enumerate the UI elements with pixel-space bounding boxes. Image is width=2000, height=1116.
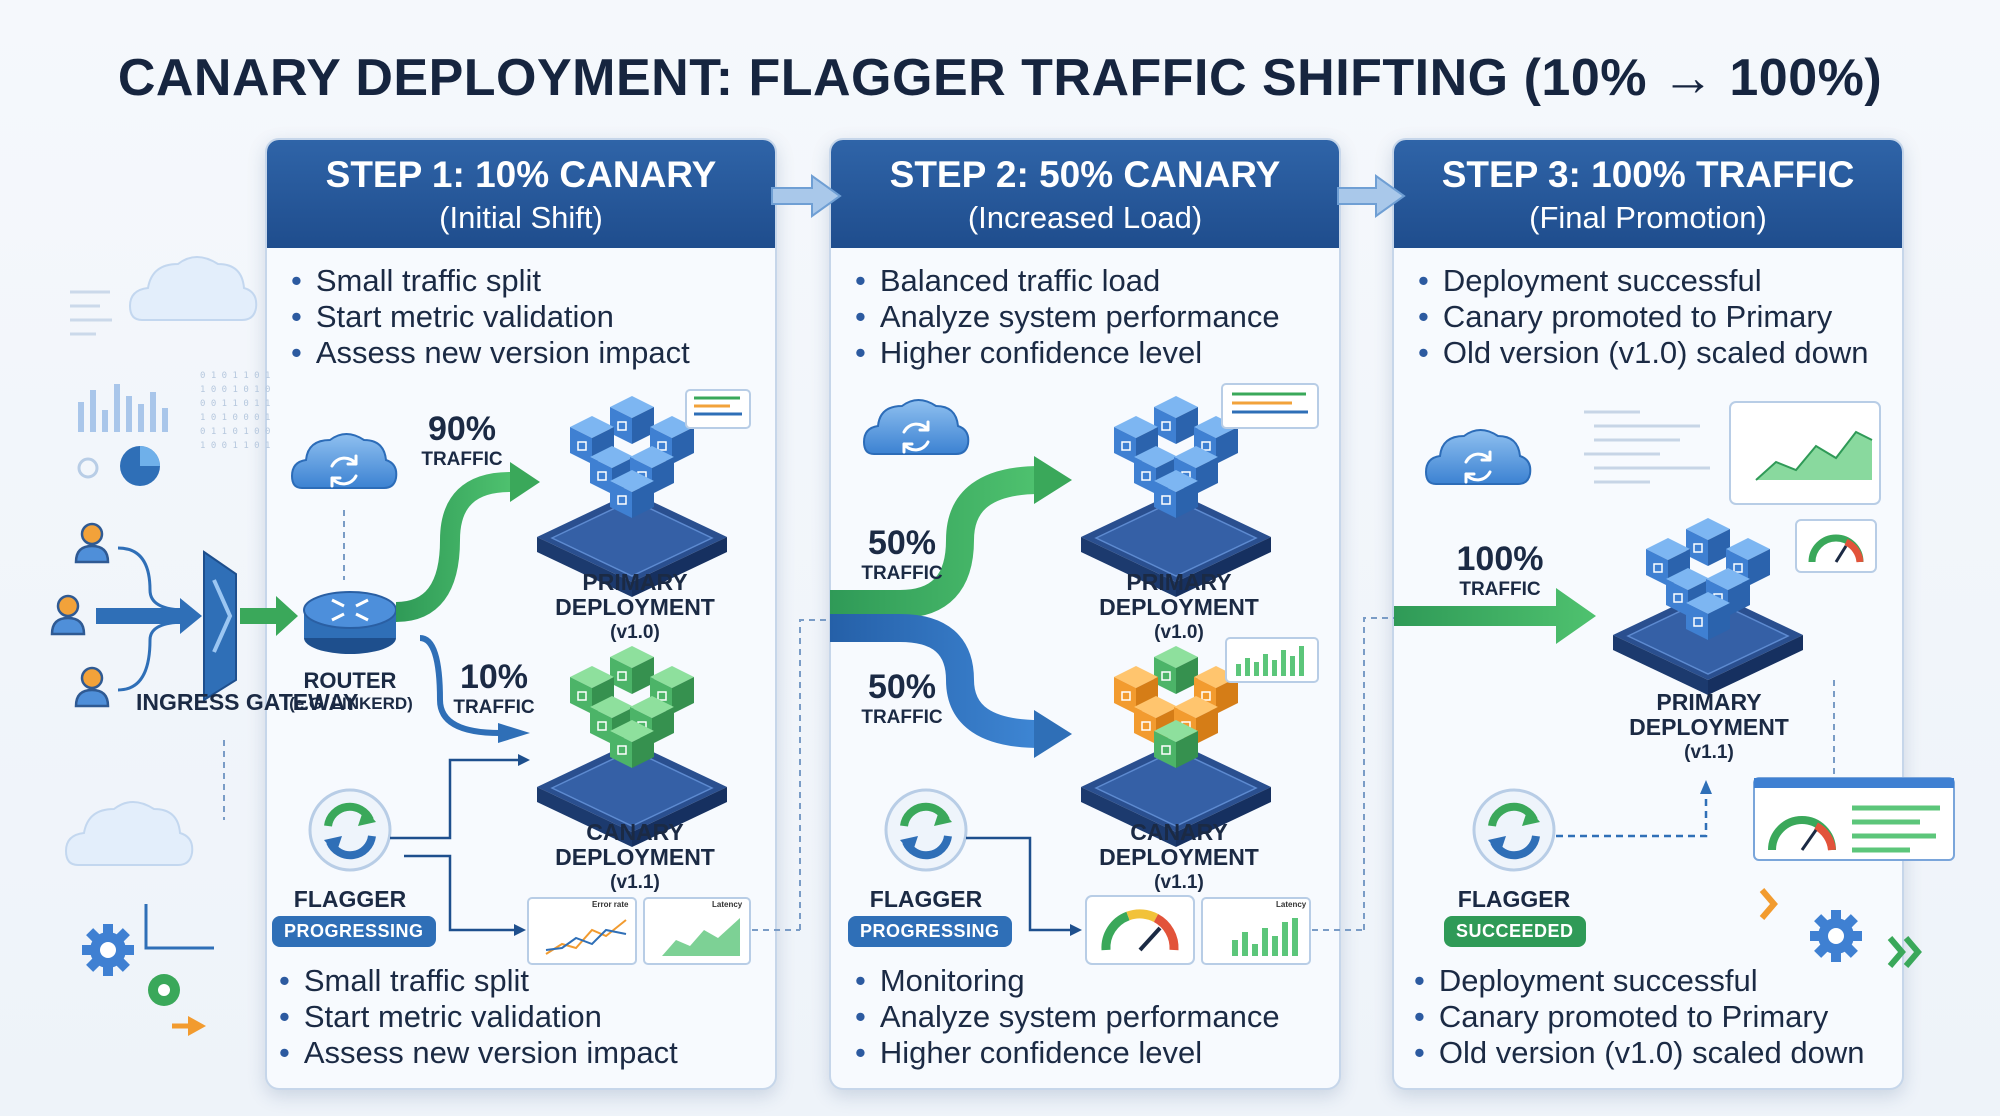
svg-text:1 0 0 1 0 1 0: 1 0 0 1 0 1 0 <box>200 385 270 395</box>
step-2-status-badge: PROGRESSING <box>848 916 1012 947</box>
list-item: Canary promoted to Primary <box>1414 999 1864 1035</box>
list-item: Deployment successful <box>1418 263 1868 299</box>
list-item: Higher confidence level <box>855 1035 1280 1071</box>
ingress-gateway-icon <box>203 550 237 702</box>
step-1-flagger-label: FLAGGER <box>293 886 407 912</box>
svg-text:0 1 1 0 1 0 0: 0 1 1 0 1 0 0 <box>200 427 270 437</box>
step-2-title: STEP 2: 50% CANARY <box>889 154 1281 195</box>
list-item: Monitoring <box>855 963 1280 999</box>
step-1-bottom-bullets: Small traffic split Start metric validat… <box>279 963 678 1071</box>
list-item: Balanced traffic load <box>855 263 1280 299</box>
step-3-primary-traffic: 100%TRAFFIC <box>1456 540 1544 600</box>
step-3-flagger-label: FLAGGER <box>1457 886 1571 912</box>
step-1-subtitle: (Initial Shift) <box>439 200 603 235</box>
step-2-primary-label: PRIMARY DEPLOYMENT(v1.0) <box>1099 569 1259 644</box>
pie-chart-icon <box>77 446 160 486</box>
ingress-gateway-label: INGRESS GATEWAY <box>136 689 359 715</box>
list-item: Analyze system performance <box>855 299 1280 335</box>
list-item: Assess new version impact <box>279 1035 678 1071</box>
router-label: ROUTER <box>303 668 397 693</box>
step-1-top-bullets: Small traffic split Start metric validat… <box>291 263 690 371</box>
list-item: Start metric validation <box>279 999 678 1035</box>
svg-text:1 0 0 1 1 0 1: 1 0 0 1 1 0 1 <box>200 441 270 451</box>
gear-icon <box>82 924 134 976</box>
step-3-subtitle: (Final Promotion) <box>1529 200 1767 235</box>
list-item: Small traffic split <box>291 263 690 299</box>
arrow-right-icon <box>172 1016 206 1036</box>
list-item: Canary promoted to Primary <box>1418 299 1868 335</box>
list-item: Deployment successful <box>1414 963 1864 999</box>
list-item: Old version (v1.0) scaled down <box>1414 1035 1865 1071</box>
binary-text-icon: 0 1 0 1 1 0 1 1 0 0 1 0 1 0 0 0 1 1 0 1 1… <box>200 371 270 451</box>
step-2-flagger-label: FLAGGER <box>869 886 983 912</box>
step-2-top-bullets: Balanced traffic load Analyze system per… <box>855 263 1280 371</box>
gear-icon <box>148 974 180 1006</box>
step-1-status-badge: PROGRESSING <box>272 916 436 947</box>
background-cloud-icon <box>65 801 194 866</box>
step-3-panel: STEP 3: 100% TRAFFIC (Final Promotion) D… <box>1392 138 1904 1090</box>
list-item: Old version (v1.0) scaled down <box>1418 335 1869 371</box>
step-2-bottom-bullets: Monitoring Analyze system performance Hi… <box>855 963 1280 1071</box>
step-1-header: STEP 1: 10% CANARY (Initial Shift) <box>267 140 775 248</box>
step-3-top-bullets: Deployment successful Canary promoted to… <box>1418 263 1869 371</box>
step-3-title: STEP 3: 100% TRAFFIC <box>1441 154 1855 195</box>
user-icon <box>74 522 110 564</box>
step-1-primary-traffic: 90%TRAFFIC <box>421 410 503 470</box>
latency-chart-title: Latency <box>1276 900 1307 909</box>
step-1-primary-label: PRIMARY DEPLOYMENT(v1.0) <box>555 569 715 644</box>
svg-text:0 1 0 1 1 0 1: 0 1 0 1 1 0 1 <box>200 371 270 381</box>
list-item: Assess new version impact <box>291 335 690 371</box>
step-3-primary-label: PRIMARY DEPLOYMENT(v1.1) <box>1629 689 1789 764</box>
page-title: CANARY DEPLOYMENT: FLAGGER TRAFFIC SHIFT… <box>117 49 1883 107</box>
step-2-subtitle: (Increased Load) <box>967 200 1203 235</box>
list-item: Analyze system performance <box>855 999 1280 1035</box>
latency-chart-title: Latency <box>712 900 743 909</box>
step-1-canary-traffic: 10%TRAFFIC <box>453 658 535 718</box>
background-cloud-icon <box>129 256 258 321</box>
axis-arrow-icon <box>144 904 214 950</box>
error-rate-chart-title: Error rate <box>592 900 629 909</box>
step-3-header: STEP 3: 100% TRAFFIC (Final Promotion) <box>1394 140 1902 248</box>
step-2-canary-traffic: 50%TRAFFIC <box>861 668 943 728</box>
user-icon <box>50 594 86 636</box>
step-3-bottom-bullets: Deployment successful Canary promoted to… <box>1414 963 1865 1071</box>
list-item: Start metric validation <box>291 299 690 335</box>
step-3-status-badge: SUCCEEDED <box>1444 916 1586 947</box>
svg-text:1 0 1 0 0 0 1: 1 0 1 0 0 0 1 <box>200 413 270 423</box>
list-item: Higher confidence level <box>855 335 1280 371</box>
step-1-canary-label: CANARY DEPLOYMENT(v1.1) <box>555 819 715 894</box>
step-2-header: STEP 2: 50% CANARY (Increased Load) <box>831 140 1339 248</box>
step-1-title: STEP 1: 10% CANARY <box>325 154 717 195</box>
step-2-primary-traffic: 50%TRAFFIC <box>861 524 943 584</box>
user-icon <box>74 666 110 708</box>
svg-text:0 0 1 1 0 1 1: 0 0 1 1 0 1 1 <box>200 399 270 409</box>
dashboard-chart-icon <box>70 290 168 432</box>
list-item: Small traffic split <box>279 963 678 999</box>
router-sub-label: (e.G. LINKERD) <box>289 694 413 713</box>
step-2-canary-label: CANARY DEPLOYMENT(v1.1) <box>1099 819 1259 894</box>
